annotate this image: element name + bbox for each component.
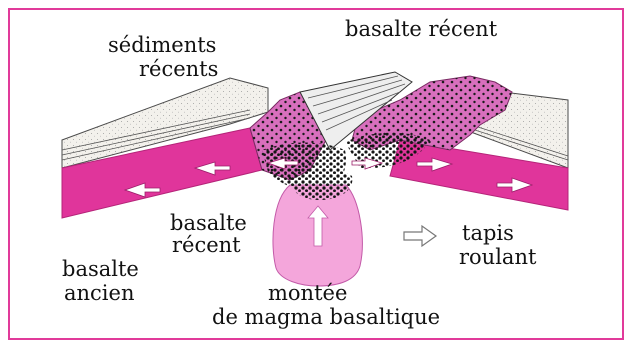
- label-recent-basalt-mid-line1: basalte: [170, 211, 247, 235]
- label-magma-line1: montée: [268, 281, 347, 305]
- label-old-basalt-line1: basalte: [62, 257, 139, 281]
- label-recent-basalt-mid-line2: récent: [172, 233, 241, 257]
- label-conveyor-line1: tapis: [462, 221, 514, 245]
- outlined-arrow-right-icon: [404, 226, 436, 246]
- label-sediments-line1: sédiments: [108, 33, 216, 57]
- label-recent-basalt-top: basalte récent: [345, 17, 498, 41]
- label-sediments-line2: récents: [139, 57, 218, 81]
- label-magma-line2: de magma basaltique: [212, 305, 440, 329]
- label-old-basalt-line2: ancien: [64, 281, 134, 305]
- label-conveyor-line2: roulant: [459, 245, 537, 269]
